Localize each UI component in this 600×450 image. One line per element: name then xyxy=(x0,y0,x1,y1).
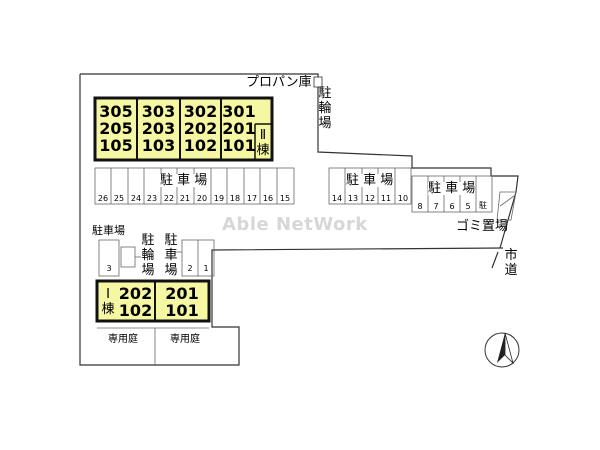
stall-number: 15 xyxy=(279,194,291,203)
stall-number: 7 xyxy=(433,202,439,211)
city-road-label: 市道 xyxy=(504,248,518,278)
parking-right-label: 駐 車 場 xyxy=(428,181,476,196)
unit-202: 202 xyxy=(183,119,218,138)
parking-stall-3 xyxy=(98,239,120,277)
stall-number: 2 xyxy=(187,264,193,273)
stall-number: 21 xyxy=(179,194,191,203)
unit-column-302: 302 202 102 xyxy=(180,103,221,154)
unit-303: 303 xyxy=(141,102,176,121)
north-arrow-icon xyxy=(484,332,520,368)
unit-column-301: 301 201 101 xyxy=(221,103,257,154)
unit-column-202: 202 102 xyxy=(116,285,155,319)
unit-column-305: 305 205 105 xyxy=(95,103,137,154)
stall-number: 1 xyxy=(203,264,209,273)
unit-105: 105 xyxy=(99,136,133,155)
watermark-logo-text: Able NetWork xyxy=(222,214,368,235)
stall-number: 13 xyxy=(347,194,359,203)
parking-vertical-label: 駐車場 xyxy=(164,233,178,278)
unit-201: 201 xyxy=(222,119,256,138)
unit-203: 203 xyxy=(141,119,176,138)
unit-102: 102 xyxy=(183,136,218,155)
bike-left-label: 駐輪場 xyxy=(141,233,155,278)
private-garden-label-2: 専用庭 xyxy=(170,334,200,345)
stall-number: 14 xyxy=(331,194,343,203)
stall-number: 16 xyxy=(262,194,274,203)
unit-302: 302 xyxy=(183,102,218,121)
small-bike-label: 駐 xyxy=(479,201,487,210)
stall-number: 19 xyxy=(213,194,225,203)
unit-301: 301 xyxy=(222,102,256,121)
stall-number: 26 xyxy=(97,194,109,203)
stall-number: 18 xyxy=(229,194,241,203)
stall-number: 6 xyxy=(449,202,455,211)
building-2-outline xyxy=(93,96,274,162)
stall-number: 8 xyxy=(417,202,423,211)
garbage-area-label: ゴミ置場 xyxy=(456,219,509,234)
bike-parking-top-label: 駐輪場 xyxy=(318,86,332,131)
unit-102: 102 xyxy=(118,301,153,320)
bike-rack xyxy=(120,246,136,268)
propane-storage xyxy=(313,76,323,88)
garbage-area xyxy=(496,191,517,221)
lot-boundary-north-east xyxy=(80,73,519,249)
unit-201: 201 xyxy=(165,284,199,303)
stall-number: 20 xyxy=(196,194,208,203)
unit-202: 202 xyxy=(118,284,153,303)
stall-number: 22 xyxy=(163,194,175,203)
stall-number: 12 xyxy=(364,194,376,203)
road-line xyxy=(491,251,499,269)
stall-number: 17 xyxy=(246,194,258,203)
unit-101: 101 xyxy=(222,136,256,155)
stall-number: 23 xyxy=(146,194,158,203)
parking-mid-label: 駐 車 場 xyxy=(346,173,394,188)
unit-205: 205 xyxy=(99,119,133,138)
stall-number: 3 xyxy=(106,264,112,273)
unit-column-201: 201 101 xyxy=(155,285,209,319)
unit-101: 101 xyxy=(165,301,199,320)
stall-number: 5 xyxy=(465,202,471,211)
stall-number: 24 xyxy=(130,194,142,203)
parking-left-label: 駐車場 xyxy=(92,224,125,237)
stall-number: 25 xyxy=(113,194,125,203)
unit-103: 103 xyxy=(141,136,176,155)
stall-number: 10 xyxy=(397,194,409,203)
stall-number: 11 xyxy=(380,194,392,203)
lot-boundary-west-south xyxy=(79,74,504,366)
building-1-outline xyxy=(95,279,211,323)
unit-column-303: 303 203 103 xyxy=(137,103,180,154)
parking-main-label: 駐 車 場 xyxy=(160,173,208,188)
unit-305: 305 xyxy=(99,102,133,121)
private-garden-label-1: 専用庭 xyxy=(108,334,138,345)
private-gardens xyxy=(97,327,209,365)
propane-storage-label: プロパン庫 xyxy=(246,75,312,90)
